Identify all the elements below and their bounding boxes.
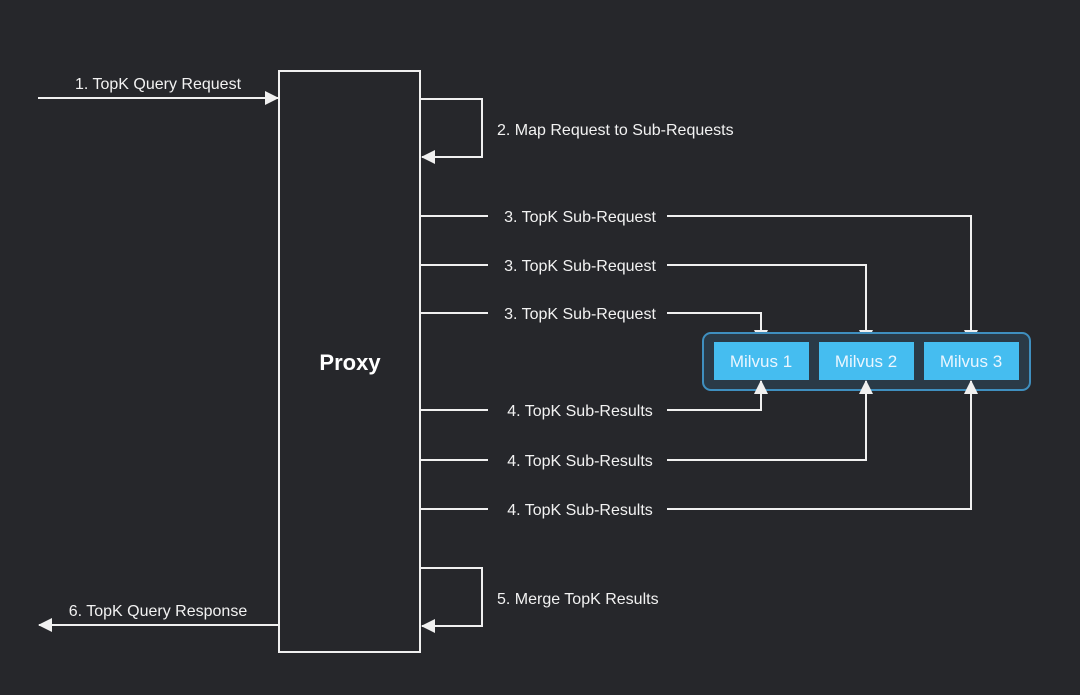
proxy-box [278,70,421,653]
sub-result-arrow-milvus-2 [667,380,873,461]
query-response-label: 6. TopK Query Response [69,603,248,620]
sub-request-label: 3. TopK Sub-Request [504,258,656,275]
map-request-label: 2. Map Request to Sub-Requests [497,122,734,139]
sub-result-arrow-milvus-3 [667,380,978,510]
milvus-node-3 [924,342,1019,380]
merge-results-label: 5. Merge TopK Results [497,591,659,608]
milvus-node-2 [819,342,914,380]
sub-result-label: 4. TopK Sub-Results [507,403,653,420]
merge-results-loop-arrow [421,567,483,633]
sub-request-label: 3. TopK Sub-Request [504,306,656,323]
sub-result-label: 4. TopK Sub-Results [507,502,653,519]
sub-request-label: 3. TopK Sub-Request [504,209,656,226]
sub-result-label: 4. TopK Sub-Results [507,453,653,470]
proxy-label: Proxy [319,350,381,375]
sub-result-arrow-milvus-1 [667,380,768,411]
map-request-loop-arrow [421,98,483,164]
milvus-node-3-label: Milvus 3 [940,352,1002,371]
milvus-node-2-label: Milvus 2 [835,352,897,371]
milvus-node-1-label: Milvus 1 [730,352,792,371]
sub-request-arrow-milvus-3 [667,215,978,344]
sub-request-arrow-milvus-2 [667,264,873,344]
query-request-label: 1. TopK Query Request [75,76,242,93]
milvus-node-1 [714,342,809,380]
